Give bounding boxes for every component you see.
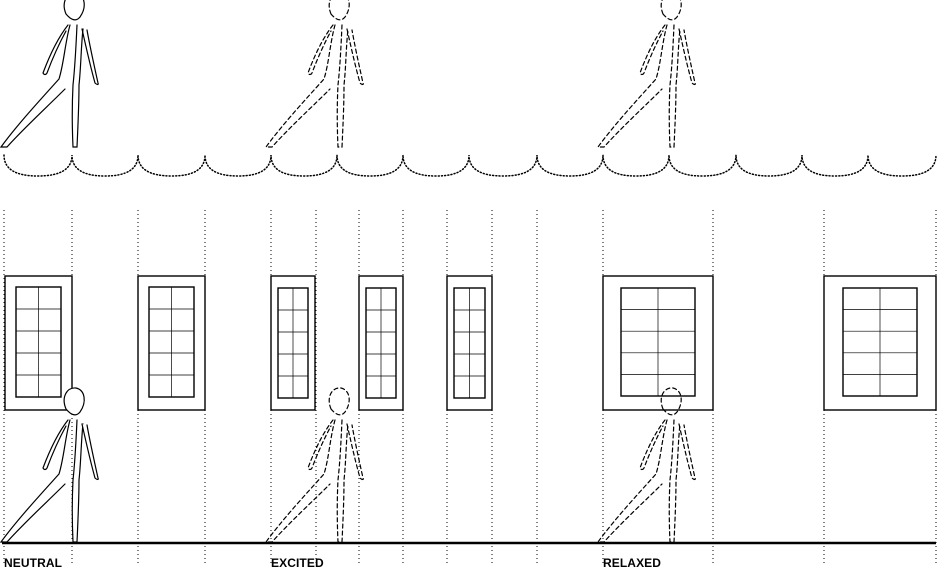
walker-neutral-top [0, 0, 99, 148]
walker-excited-bottom [265, 387, 364, 543]
caption-neutral: NEUTRAL [4, 556, 63, 570]
walker-neutral-bottom [0, 387, 99, 543]
window-excited-1 [270, 275, 316, 411]
caption-relaxed: RELAXED [603, 556, 662, 570]
walker-relaxed-bottom [597, 387, 696, 543]
window-excited-2 [358, 275, 404, 411]
window-neutral-2 [137, 275, 206, 411]
window-neutral-1 [4, 275, 73, 411]
window-excited-3 [446, 275, 493, 411]
walker-excited-top [265, 0, 364, 148]
rhythm-gridlines [3, 210, 937, 566]
scalloped-stride-line [3, 154, 937, 177]
window-relaxed-1 [602, 275, 714, 411]
window-relaxed-2 [823, 275, 937, 411]
walker-relaxed-top [597, 0, 696, 148]
caption-excited: EXCITED [271, 556, 324, 570]
